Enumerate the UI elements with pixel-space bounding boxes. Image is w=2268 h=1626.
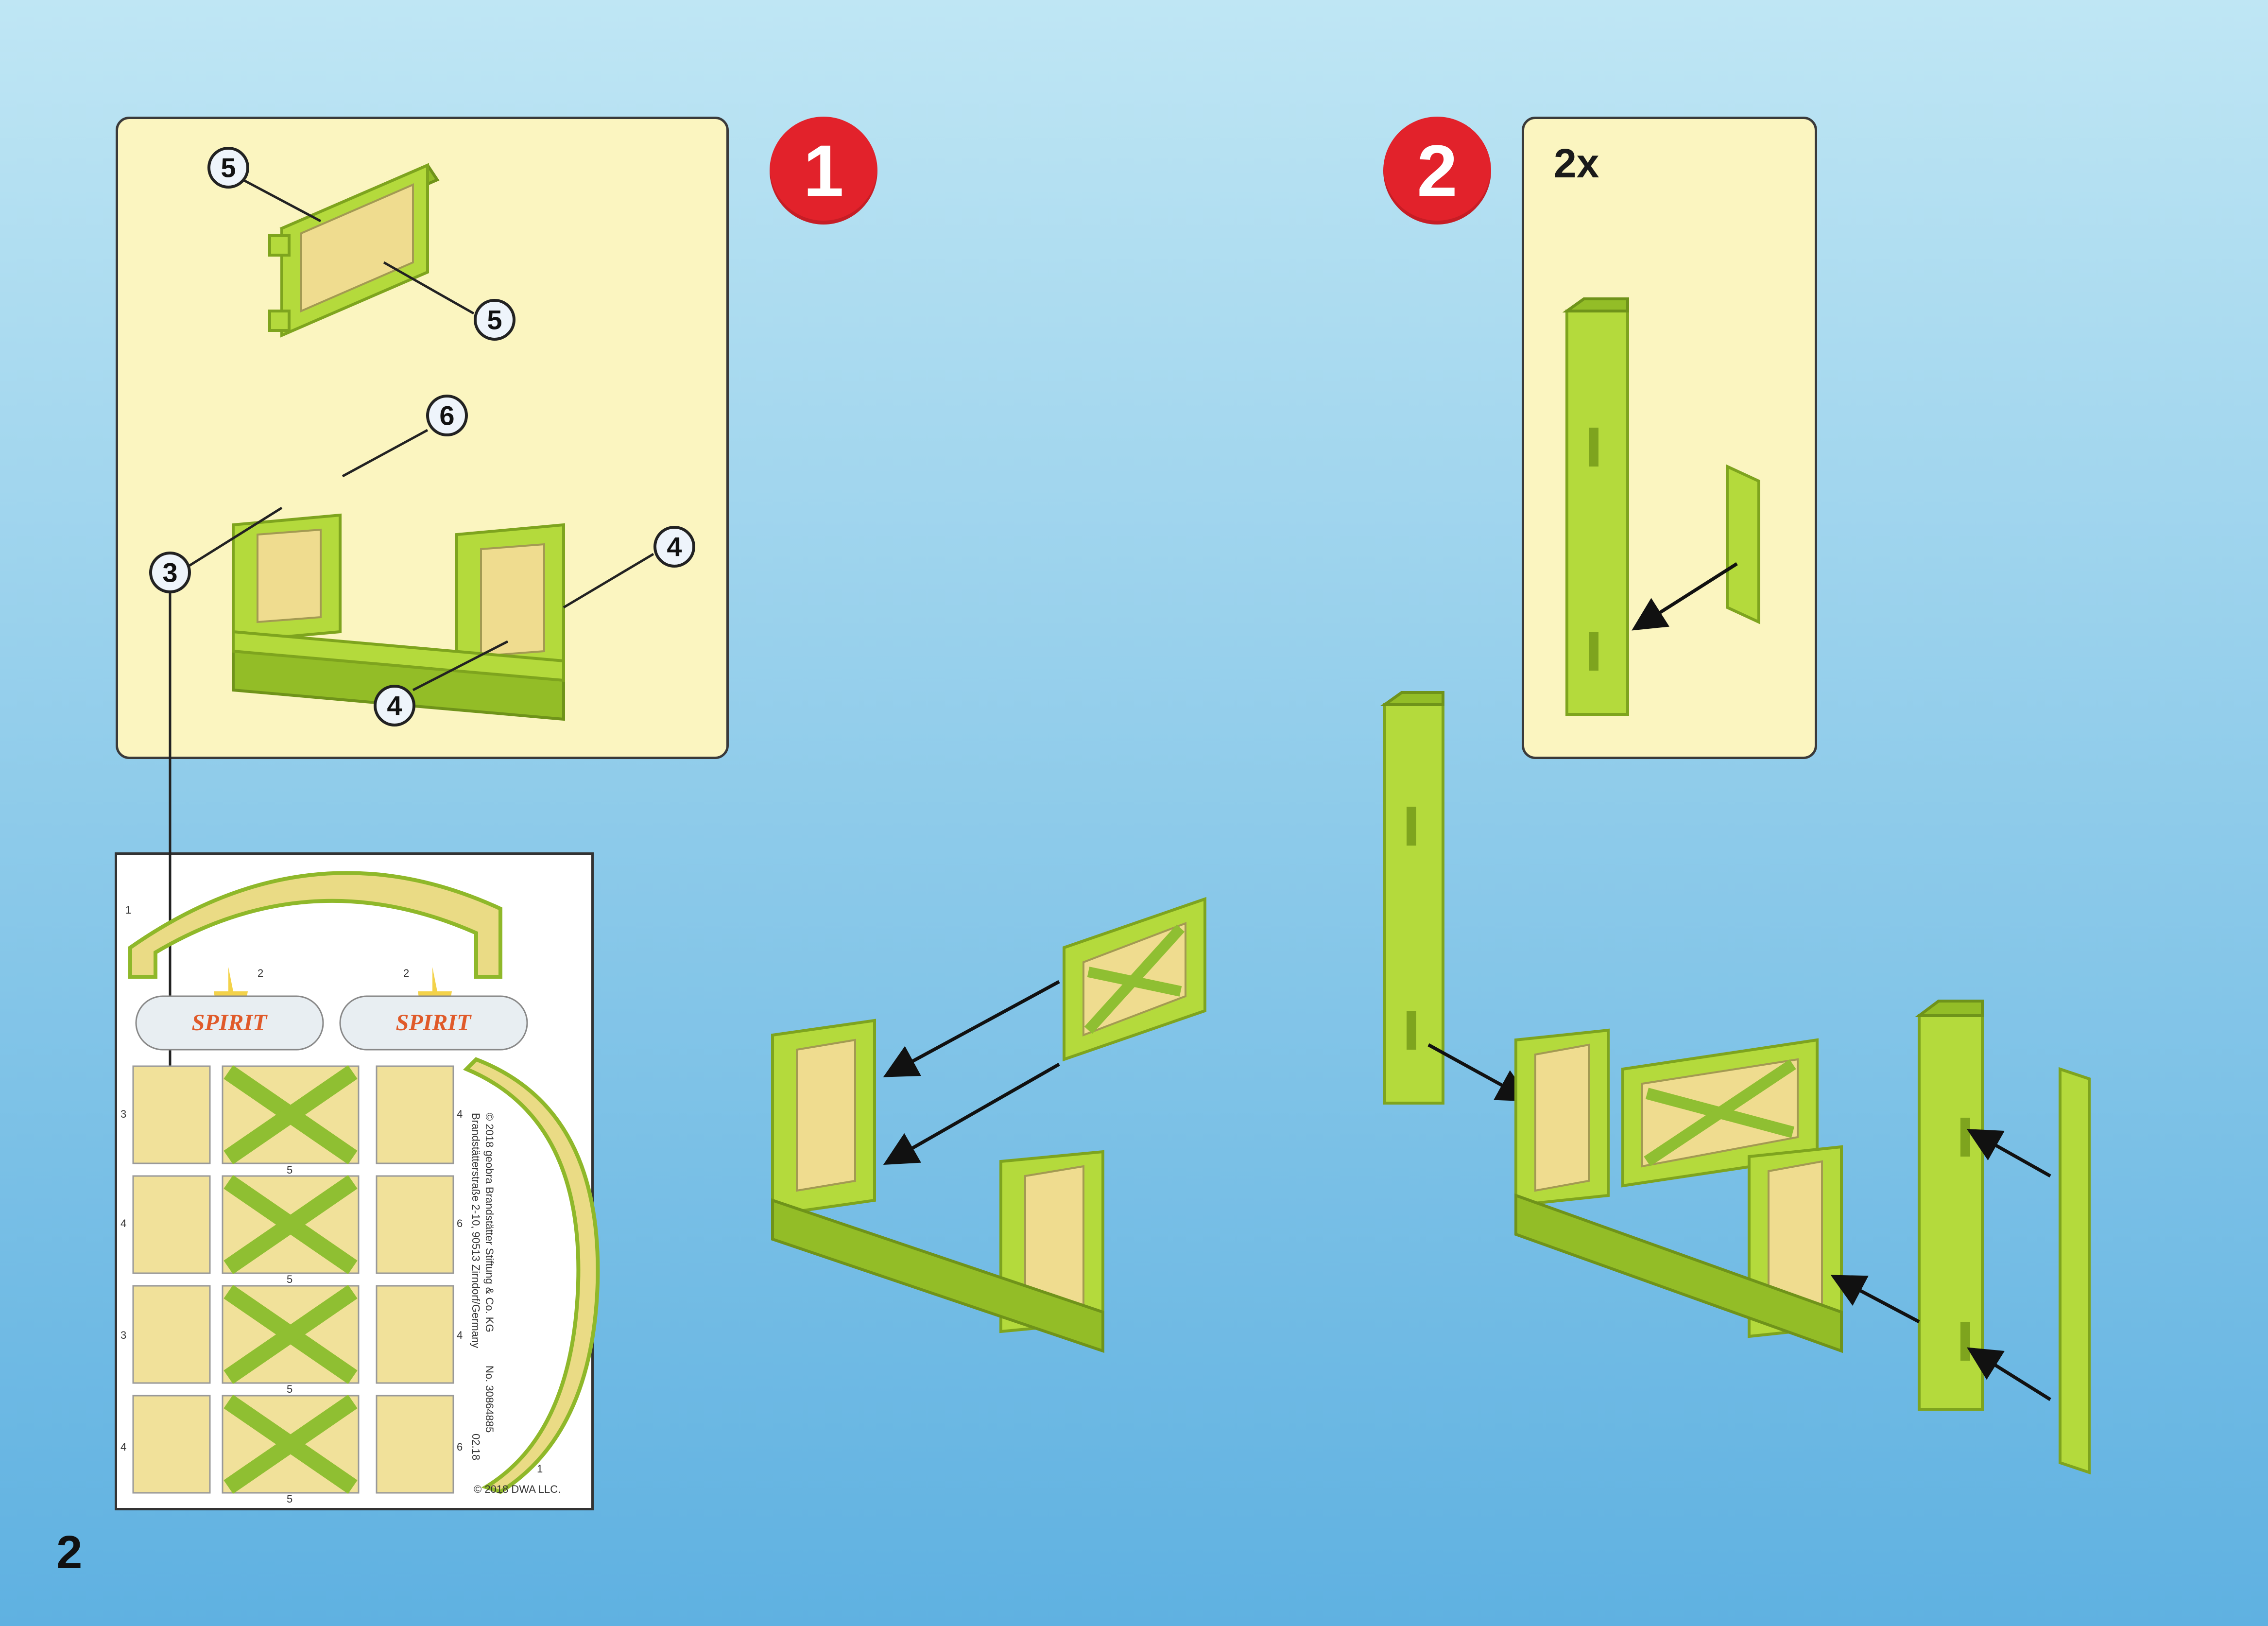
- callout-c4: 4: [655, 527, 694, 566]
- svg-text:5: 5: [287, 1273, 292, 1285]
- svg-text:4: 4: [457, 1329, 463, 1341]
- svg-text:4: 4: [457, 1108, 463, 1120]
- callout-c5: 3: [151, 553, 189, 592]
- svg-text:1: 1: [537, 1463, 543, 1475]
- step2-detail-parts: [1567, 299, 1759, 714]
- svg-text:3: 3: [120, 1329, 126, 1341]
- svg-text:SPIRIT: SPIRIT: [192, 1010, 268, 1036]
- svg-text:6: 6: [457, 1441, 463, 1453]
- svg-text:2: 2: [403, 967, 409, 979]
- callout-c1: 5: [209, 148, 248, 187]
- callout-c3: 6: [428, 396, 466, 435]
- callout-c6: 4: [375, 686, 414, 725]
- svg-text:2: 2: [258, 967, 263, 979]
- svg-text:02.18: 02.18: [470, 1434, 482, 1460]
- svg-text:Brandstätterstraße 2-10, 90513: Brandstätterstraße 2-10, 90513 Zirndorf/…: [470, 1113, 482, 1348]
- svg-text:5: 5: [287, 1383, 292, 1395]
- svg-text:3: 3: [120, 1108, 126, 1120]
- gate-part-sticker-view: [270, 165, 437, 335]
- svg-text:© 2018 DWA LLC.: © 2018 DWA LLC.: [474, 1483, 561, 1495]
- svg-text:5: 5: [287, 1493, 292, 1505]
- svg-text:4: 4: [667, 532, 682, 562]
- svg-text:© 2018 geobra Brandstätter Sti: © 2018 geobra Brandstätter Stiftung & Co…: [483, 1113, 496, 1332]
- svg-text:5: 5: [221, 153, 236, 183]
- svg-text:4: 4: [120, 1441, 126, 1453]
- step2-assembly: [1385, 692, 2089, 1472]
- svg-text:4: 4: [387, 691, 402, 721]
- callout-c2: 5: [475, 300, 514, 339]
- svg-text:4: 4: [120, 1217, 126, 1229]
- svg-text:3: 3: [162, 557, 177, 588]
- svg-text:6: 6: [457, 1217, 463, 1229]
- svg-text:1: 1: [125, 904, 131, 916]
- svg-text:5: 5: [487, 305, 502, 335]
- svg-text:6: 6: [439, 400, 454, 431]
- sticker-sheet-artwork: 1 SPIRIT 2 SPIRIT 2 3 5 4 4 5 6 3 5 4: [120, 873, 598, 1505]
- svg-text:5: 5: [287, 1164, 292, 1176]
- svg-text:No. 30864885: No. 30864885: [483, 1366, 496, 1433]
- step1-assembly: [773, 899, 1205, 1351]
- svg-text:SPIRIT: SPIRIT: [396, 1010, 472, 1036]
